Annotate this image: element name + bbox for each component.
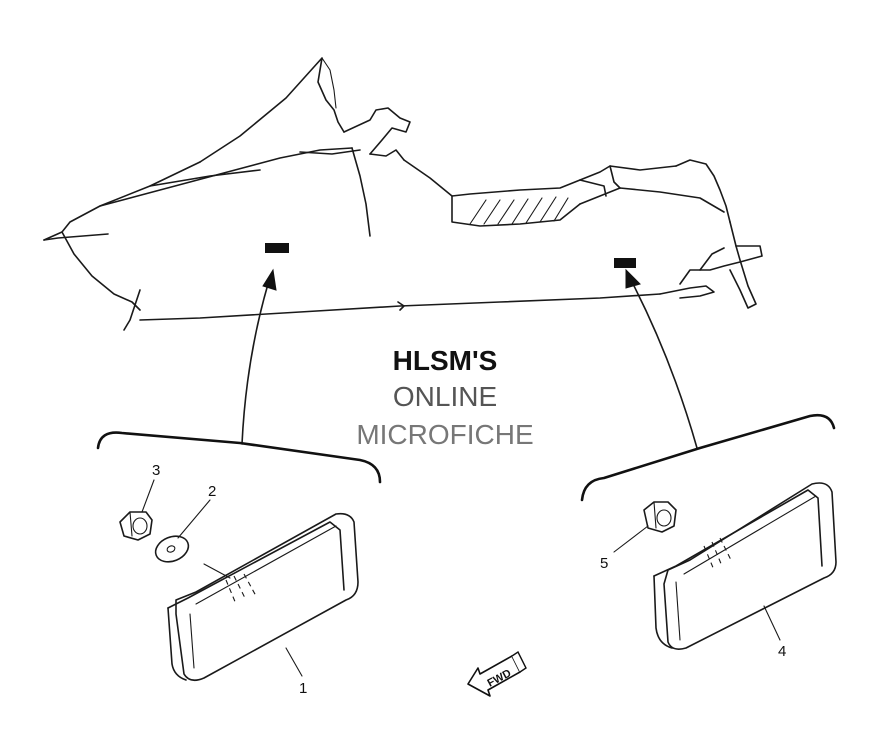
nut-part-right	[643, 501, 677, 533]
watermark-line-3: MICROFICHE	[356, 419, 533, 450]
reflector-left	[167, 512, 359, 682]
callout-4: 4	[778, 643, 786, 660]
callout-3: 3	[152, 462, 160, 479]
watermark: HLSM'S ONLINE MICROFICHE	[356, 345, 533, 450]
snowmobile-outline	[43, 57, 763, 331]
leader-lines	[141, 479, 781, 677]
forward-arrow-icon: FWD	[467, 650, 527, 697]
watermark-line-1: HLSM'S	[393, 345, 498, 376]
watermark-line-2: ONLINE	[393, 381, 497, 412]
pointer-arrows	[241, 268, 698, 449]
reflector-right	[653, 482, 837, 650]
callout-2: 2	[208, 483, 216, 500]
group-brackets	[96, 413, 836, 502]
nut-part	[119, 511, 153, 541]
callout-1: 1	[299, 680, 307, 697]
washer-part	[154, 535, 190, 563]
callout-5: 5	[600, 555, 608, 572]
